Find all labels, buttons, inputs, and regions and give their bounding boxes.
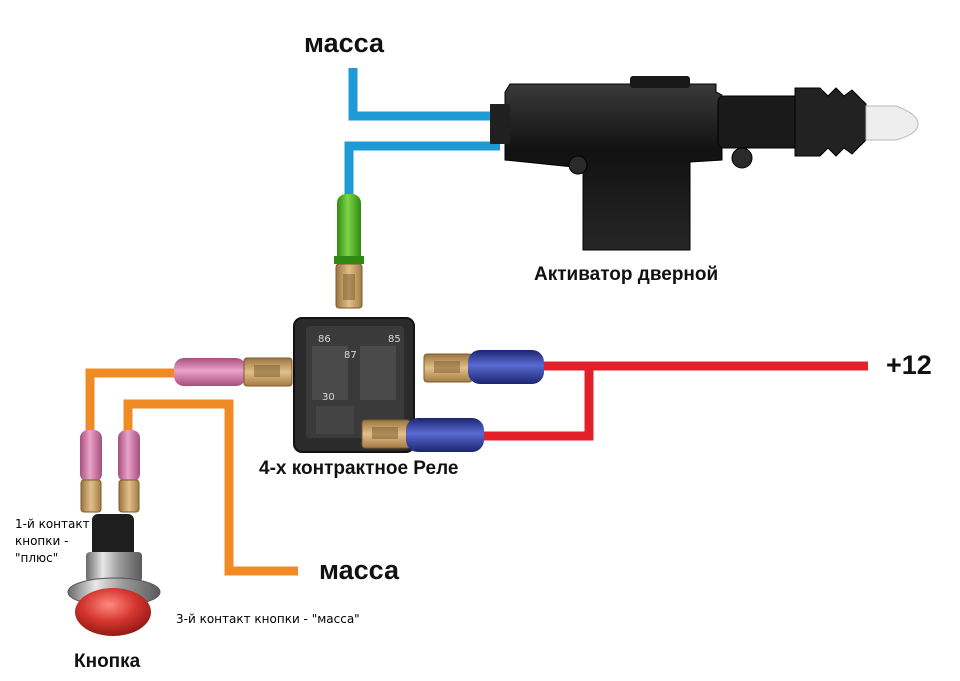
orange-wires [85, 368, 298, 576]
green-connector [334, 194, 364, 309]
button-red-cap [75, 588, 151, 636]
relay-pin-87: 87 [344, 350, 357, 361]
orange-wire-ground [123, 399, 298, 576]
button-connector-3 [118, 430, 140, 513]
orange-wire-plus [85, 368, 180, 432]
door-actuator [490, 76, 919, 251]
actuator-bellows [794, 87, 867, 157]
blue-wires [344, 68, 500, 196]
ground-bottom-label: масса [319, 555, 400, 585]
button-connector-3-terminal [118, 479, 140, 513]
red-wires [480, 361, 868, 441]
contact1-note-line-1: 1-й контакт [15, 517, 90, 531]
blue-wire-ground [348, 68, 500, 121]
ground-top-label: масса [304, 28, 385, 58]
relay-pin-85: 85 [388, 334, 401, 345]
contact1-note-line-3: "плюс" [15, 551, 59, 565]
relay-pin-30: 30 [322, 392, 335, 403]
contact1-note: 1-й контакт кнопки - "плюс" [15, 516, 90, 567]
relay-label: 4-х контрактное Реле [259, 458, 459, 479]
actuator-tip [865, 105, 919, 141]
navy-connector-bottom [361, 418, 484, 452]
pink-connector-relay [174, 357, 293, 387]
contact3-note: 3-й контакт кнопки - "масса" [176, 612, 360, 626]
relay-pin-86: 86 [318, 334, 331, 345]
actuator-housing [504, 83, 723, 251]
red-wire-branch [480, 366, 594, 441]
button-connector-1-terminal [80, 479, 102, 513]
actuator-label: Активатор дверной [534, 264, 719, 285]
button-label: Кнопка [74, 651, 141, 672]
contact1-note-line-2: кнопки - [15, 534, 69, 548]
relay: 86 85 87 30 [293, 317, 415, 453]
blue-wire-relay [344, 141, 500, 196]
plus12-label: +12 [886, 350, 932, 380]
navy-connector-top [423, 350, 544, 384]
button-connector-1 [80, 430, 102, 513]
push-button [67, 514, 161, 636]
